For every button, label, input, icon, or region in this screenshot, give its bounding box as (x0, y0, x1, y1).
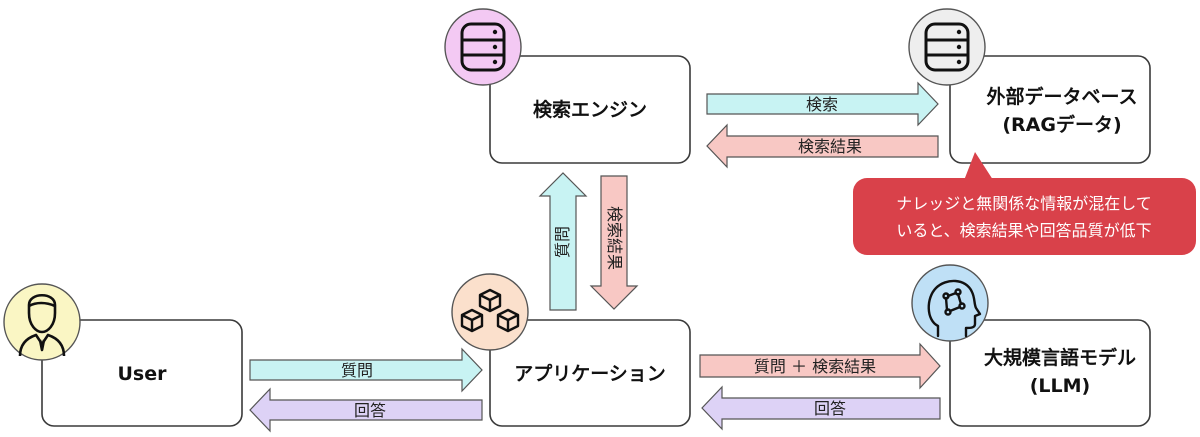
db-to-engine-arrow: 検索結果 (706, 123, 939, 169)
warning-callout: ナレッジと無関係な情報が混在して いると、検索結果や回答品質が低下 (853, 152, 1196, 255)
app-to-llm-arrow: 質問 ＋ 検索結果 (699, 342, 941, 390)
engine-to-app-arrow: 検索結果 (589, 175, 639, 310)
app-to-engine-label: 質問 (553, 226, 572, 258)
user-node: User (41, 319, 243, 427)
llm-to-app-label: 回答 (814, 399, 846, 418)
search-engine-node: 検索エンジン (489, 55, 691, 164)
engine-to-db-label: 検索 (806, 95, 838, 114)
llm-label-2: (LLM) (1030, 375, 1091, 397)
application-node: アプリケーション (489, 319, 691, 427)
database-icon (908, 8, 986, 86)
database-icon (444, 8, 522, 86)
user-to-app-label: 質問 (341, 361, 373, 380)
application-label: アプリケーション (514, 362, 666, 385)
user-to-app-arrow: 質問 (249, 347, 483, 393)
llm-label-1: 大規模言語モデル (984, 346, 1136, 369)
llm-node: 大規模言語モデル (LLM) (949, 319, 1151, 427)
app-to-user-label: 回答 (354, 401, 386, 420)
llm-to-app-arrow: 回答 (701, 385, 941, 431)
external-db-node: 外部データベース (RAGデータ) (949, 55, 1151, 164)
external-db-label-1: 外部データベース (986, 85, 1137, 108)
cubes-icon (451, 273, 529, 351)
search-engine-label: 検索エンジン (533, 98, 647, 121)
external-db-label-2: (RAGデータ) (1002, 113, 1121, 136)
user-label: User (118, 363, 168, 385)
callout-line-2: いると、検索結果や回答品質が低下 (896, 221, 1151, 240)
engine-to-app-label: 検索結果 (605, 206, 624, 270)
engine-to-db-arrow: 検索 (706, 81, 939, 127)
user-icon (3, 283, 81, 361)
brain-head-icon (911, 264, 989, 342)
app-to-user-arrow: 回答 (249, 387, 483, 433)
db-to-engine-label: 検索結果 (798, 137, 862, 156)
app-to-engine-arrow: 質問 (538, 172, 588, 311)
app-to-llm-label: 質問 ＋ 検索結果 (754, 357, 876, 376)
callout-line-1: ナレッジと無関係な情報が混在して (896, 194, 1152, 213)
